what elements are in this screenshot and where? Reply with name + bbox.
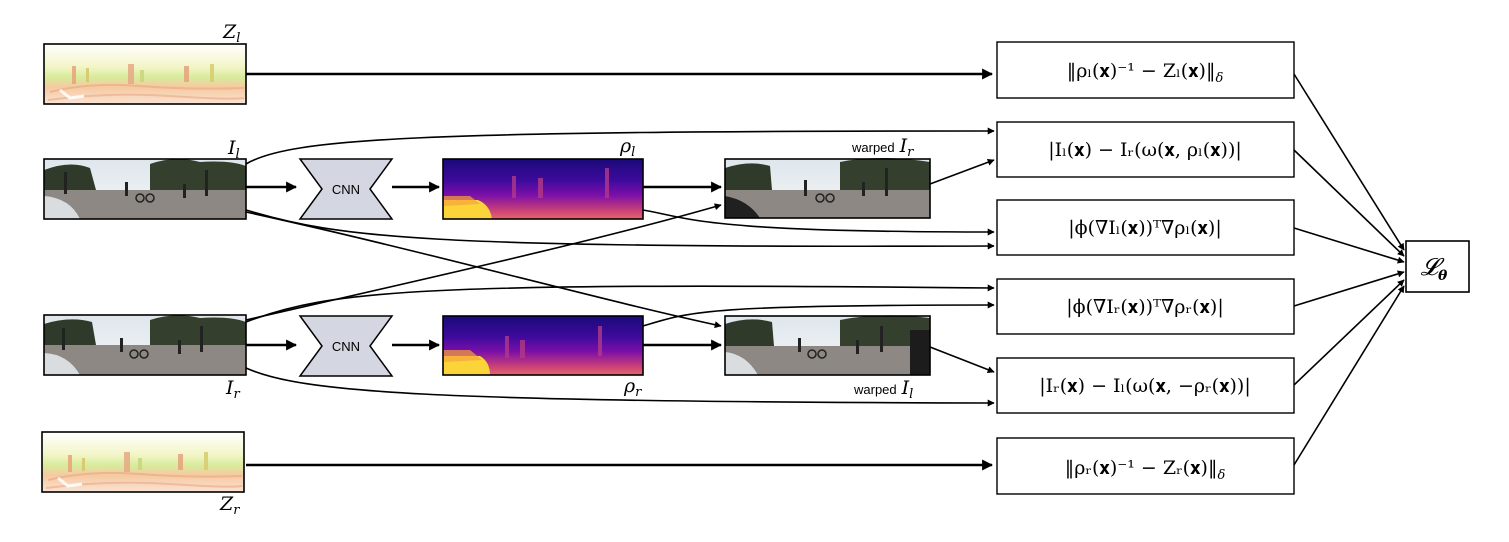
svg-text:|Iᵣ(𝐱) − Iₗ(ω(𝐱, −ρᵣ(𝐱))|: |Iᵣ(𝐱) − Iₗ(ω(𝐱, −ρᵣ(𝐱))| bbox=[1039, 375, 1250, 397]
svg-text:|ϕ(∇Iᵣ(𝐱))ᵀ∇ρᵣ(𝐱)|: |ϕ(∇Iᵣ(𝐱))ᵀ∇ρᵣ(𝐱)| bbox=[1066, 296, 1223, 318]
arrows-thick bbox=[246, 68, 994, 471]
arrows-thin bbox=[245, 73, 1405, 466]
arrow-t3-to-total bbox=[1293, 227, 1405, 264]
camera-image-right bbox=[43, 314, 247, 376]
loss-box-depth-left: ‖ρₗ(𝐱)⁻¹ − Zₗ(𝐱)‖δ bbox=[996, 41, 1295, 99]
arrow-ir-to-photometric bbox=[245, 367, 995, 407]
loss-box-photometric-left: |Iₗ(𝐱) − Iᵣ(ω(𝐱, ρₗ(𝐱))| bbox=[996, 121, 1295, 178]
depth-map-right bbox=[442, 315, 644, 376]
cnn-label-top: CNN bbox=[332, 182, 360, 197]
arrow-warped-ir-to-loss bbox=[929, 158, 995, 185]
loss-box-photometric-right: |Iᵣ(𝐱) − Iₗ(ω(𝐱, −ρᵣ(𝐱))| bbox=[996, 357, 1295, 414]
arrow-rhor-to-smoothness bbox=[642, 301, 995, 327]
lidar-image-left bbox=[43, 43, 247, 105]
loss-box-smoothness-right: |ϕ(∇Iᵣ(𝐱))ᵀ∇ρᵣ(𝐱)| bbox=[996, 278, 1295, 335]
depth-map-left bbox=[442, 158, 644, 220]
cnn-block-top: CNN bbox=[298, 158, 394, 220]
total-loss-box: 𝓛θ bbox=[1405, 240, 1470, 293]
arrow-t1-to-total bbox=[1293, 73, 1405, 251]
label-z-left: Zl bbox=[222, 21, 240, 46]
svg-text:|ϕ(∇Iₗ(𝐱))ᵀ∇ρₗ(𝐱)|: |ϕ(∇Iₗ(𝐱))ᵀ∇ρₗ(𝐱)| bbox=[1068, 217, 1222, 239]
arrow-t6-to-total bbox=[1293, 285, 1405, 466]
arrow-rhol-to-smoothness bbox=[642, 209, 995, 236]
svg-text:‖ρᵣ(𝐱)⁻¹ − Zᵣ(𝐱)‖δ: ‖ρᵣ(𝐱)⁻¹ − Zᵣ(𝐱)‖δ bbox=[1065, 457, 1226, 483]
svg-text:‖ρₗ(𝐱)⁻¹ − Zₗ(𝐱)‖δ: ‖ρₗ(𝐱)⁻¹ − Zₗ(𝐱)‖δ bbox=[1067, 60, 1224, 86]
arrow-il-to-photometric bbox=[245, 127, 995, 165]
arrow-warped-il-to-loss bbox=[929, 346, 995, 373]
svg-text:|Iₗ(𝐱) − Iᵣ(ω(𝐱, ρₗ(𝐱))|: |Iₗ(𝐱) − Iᵣ(ω(𝐱, ρₗ(𝐱))| bbox=[1048, 139, 1242, 161]
warped-image-left bbox=[724, 315, 931, 376]
arrow-t4-to-total bbox=[1293, 270, 1405, 307]
label-i-right: Ir bbox=[225, 377, 241, 402]
lidar-image-right bbox=[41, 431, 245, 493]
cnn-label-bottom: CNN bbox=[332, 339, 360, 354]
arrow-t5-to-total bbox=[1293, 279, 1405, 386]
arrow-t2-to-total bbox=[1293, 149, 1405, 257]
warped-image-right bbox=[724, 158, 931, 219]
label-z-right: Zr bbox=[219, 493, 240, 518]
loss-box-smoothness-left: |ϕ(∇Iₗ(𝐱))ᵀ∇ρₗ(𝐱)| bbox=[996, 199, 1295, 256]
arrow-ir-to-smoothness bbox=[245, 284, 995, 323]
cnn-block-bottom: CNN bbox=[298, 315, 394, 377]
label-rho-right: ρr bbox=[623, 375, 642, 400]
arrow-ir-to-warped-ir bbox=[245, 203, 722, 321]
arrow-il-to-warped-il bbox=[245, 211, 722, 329]
label-i-left: Il bbox=[227, 137, 240, 162]
loss-box-depth-right: ‖ρᵣ(𝐱)⁻¹ − Zᵣ(𝐱)‖δ bbox=[996, 437, 1295, 495]
label-rho-left: ρl bbox=[619, 135, 635, 160]
camera-image-left bbox=[43, 158, 247, 220]
